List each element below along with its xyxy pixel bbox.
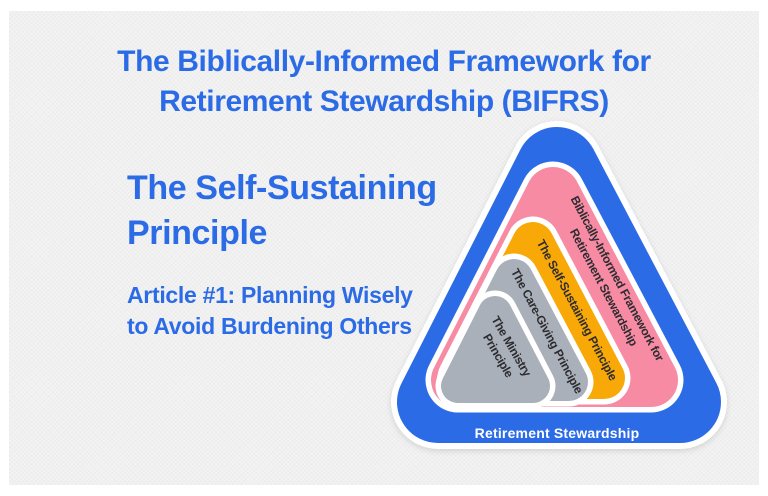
principle-heading-line-1: The Self-Sustaining bbox=[127, 169, 437, 207]
bifrs-pyramid-diagram: Biblically-Informed Framework for Retire… bbox=[391, 121, 727, 449]
retirement-stewardship-label: Retirement Stewardship bbox=[475, 425, 640, 441]
principle-heading-line-2: Principle bbox=[127, 214, 268, 252]
ministry-shape bbox=[441, 296, 550, 403]
article-subheading-line-2: to Avoid Burdening Others bbox=[127, 313, 412, 339]
slide-title-line-1: The Biblically-Informed Framework for bbox=[117, 45, 651, 78]
principle-heading: The Self-Sustaining Principle bbox=[127, 166, 437, 256]
slide-title-line-2: Retirement Stewardship (BIFRS) bbox=[159, 85, 609, 118]
slide-title: The Biblically-Informed Framework for Re… bbox=[9, 42, 759, 122]
article-subheading-line-1: Article #1: Planning Wisely bbox=[127, 282, 413, 308]
article-subheading: Article #1: Planning Wisely to Avoid Bur… bbox=[127, 280, 413, 342]
slide-background: The Biblically-Informed Framework for Re… bbox=[9, 11, 759, 485]
